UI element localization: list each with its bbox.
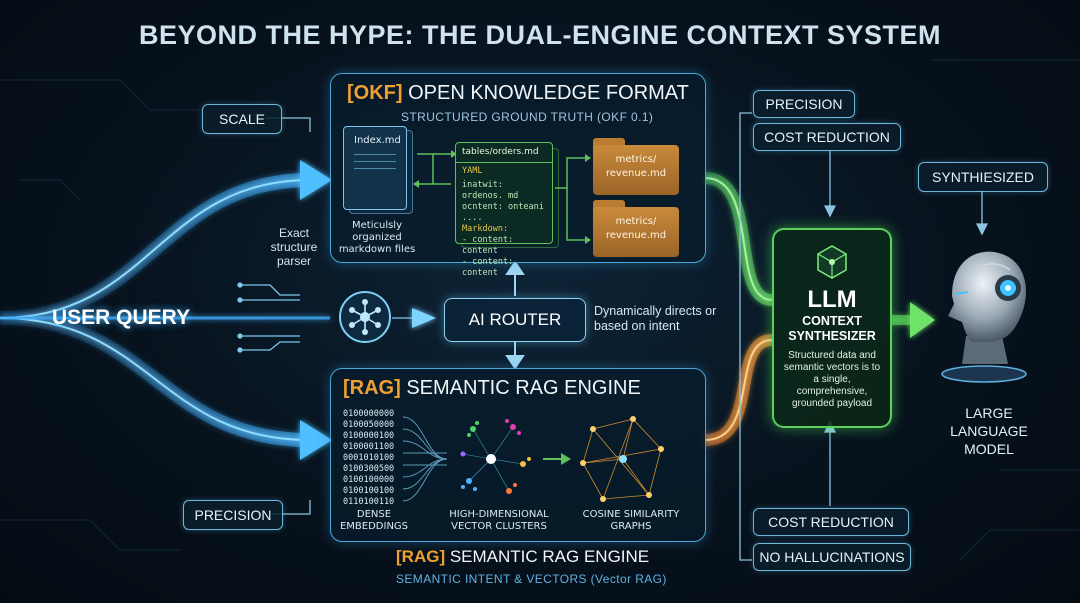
okf-title: OPEN KNOWLEDGE FORMAT	[408, 82, 689, 104]
okf-link-arrows	[413, 150, 457, 188]
rag-footer-text: SEMANTIC RAG ENGINE	[449, 547, 650, 566]
okf-subtitle: STRUCTURED GROUND TRUTH (OKF 0.1)	[401, 110, 654, 124]
folder-label-2: metrics/ revenue.md	[593, 207, 679, 257]
rag-panel-title: [RAG] SEMANTIC RAG ENGINE	[343, 377, 641, 400]
llm-description: Structured data and semantic vectors is …	[783, 350, 881, 409]
cost-reduction-badge-bottom: COST REDUCTION	[753, 508, 909, 536]
folder-icon: metrics/ revenue.md	[593, 200, 679, 258]
rag-panel: [RAG] SEMANTIC RAG ENGINE 0100000000 010…	[330, 368, 706, 542]
robot-head-icon	[922, 236, 1042, 386]
dense-embeddings-bits: 0100000000 0100050000 0100000100 0100001…	[343, 409, 394, 508]
okf-folder-arrows	[555, 154, 591, 244]
rag-footer-title: [RAG] SEMANTIC RAG ENGINE	[396, 547, 649, 567]
bit-row: 0001010100	[343, 453, 395, 463]
bit-row: 0100100000	[343, 475, 395, 485]
bit-row: 0110100110	[343, 497, 395, 507]
code-line: - content: content	[462, 235, 514, 256]
bit-row: 0100001100	[343, 442, 395, 452]
vector-cluster-icon	[460, 419, 531, 494]
vector-clusters-caption: HIGH-DIMENSIONAL VECTOR CLUSTERS	[449, 509, 549, 532]
router-note: Dynamically directs or based on intent	[594, 304, 717, 333]
bit-row: 0100300500	[343, 464, 395, 474]
llm-synthesizer-node: LLM CONTEXT SYNTHESIZER Structured data …	[772, 228, 892, 428]
folder-label-1: metrics/ revenue.md	[593, 145, 679, 195]
bit-row: 0100100100	[343, 486, 395, 496]
bit-row: 0100000000	[343, 409, 395, 419]
code-line: - content: content	[462, 257, 514, 278]
bit-row: 0100000100	[343, 431, 395, 441]
index-file-name: Index.md	[354, 135, 401, 146]
okf-panel: [OKF] OPEN KNOWLEDGE FORMAT STRUCTURED G…	[330, 73, 706, 278]
llm-title: LLM	[807, 286, 857, 313]
page-title: BEYOND THE HYPE: THE DUAL-ENGINE CONTEXT…	[138, 20, 942, 50]
folder-icon: metrics/ revenue.md	[593, 138, 679, 196]
user-query-label: USER QUERY	[52, 306, 191, 329]
no-hallucinations-badge: NO HALLUCINATIONS	[753, 543, 911, 571]
code-line: ocntent: onteani	[462, 202, 544, 212]
rag-footer-subtitle: SEMANTIC INTENT & VECTORS (Vector RAG)	[396, 572, 667, 586]
okf-tag: [OKF]	[347, 82, 403, 104]
scale-badge: SCALE	[202, 104, 282, 134]
dense-embeddings-caption: DENSE EMBEDDINGS	[339, 509, 409, 532]
rag-title: SEMANTIC RAG ENGINE	[406, 377, 641, 399]
vector-visuals	[403, 416, 664, 502]
orders-file-name: tables/orders.md	[456, 143, 552, 163]
orders-file-card: tables/orders.md YAML inatwit: ordenos. …	[455, 142, 553, 278]
ai-router-node: AI ROUTER	[444, 298, 586, 342]
rag-tag: [RAG]	[343, 377, 401, 399]
index-file-card: Index.md	[343, 126, 407, 210]
index-caption: Meticulsly organized markdown files	[338, 220, 416, 255]
okf-panel-title: [OKF] OPEN KNOWLEDGE FORMAT	[347, 82, 689, 105]
similarity-graph-icon	[580, 416, 664, 502]
code-line: ....	[462, 213, 483, 223]
llm-model-label: LARGE LANGUAGE MODEL	[950, 405, 1028, 457]
rag-footer-tag: [RAG]	[396, 547, 446, 566]
precision-badge-right: PRECISION	[753, 90, 855, 118]
cost-reduction-badge-top: COST REDUCTION	[753, 123, 901, 151]
cube-icon	[812, 242, 852, 282]
synthesized-badge: SYNTHIESIZED	[918, 162, 1048, 192]
network-hub-icon	[338, 290, 392, 344]
cosine-graph-caption: COSINE SIMILARITY GRAPHS	[582, 509, 680, 532]
precision-badge-left: PRECISION	[183, 500, 283, 530]
code-line: YAML	[462, 166, 483, 176]
parser-label: Exact structure parser	[270, 226, 318, 268]
bit-row: 0100050000	[343, 420, 395, 430]
llm-subtitle: CONTEXT SYNTHESIZER	[788, 314, 876, 343]
code-line: Markdown:	[462, 224, 509, 234]
code-line: inatwit: ordenos. md	[462, 180, 519, 201]
